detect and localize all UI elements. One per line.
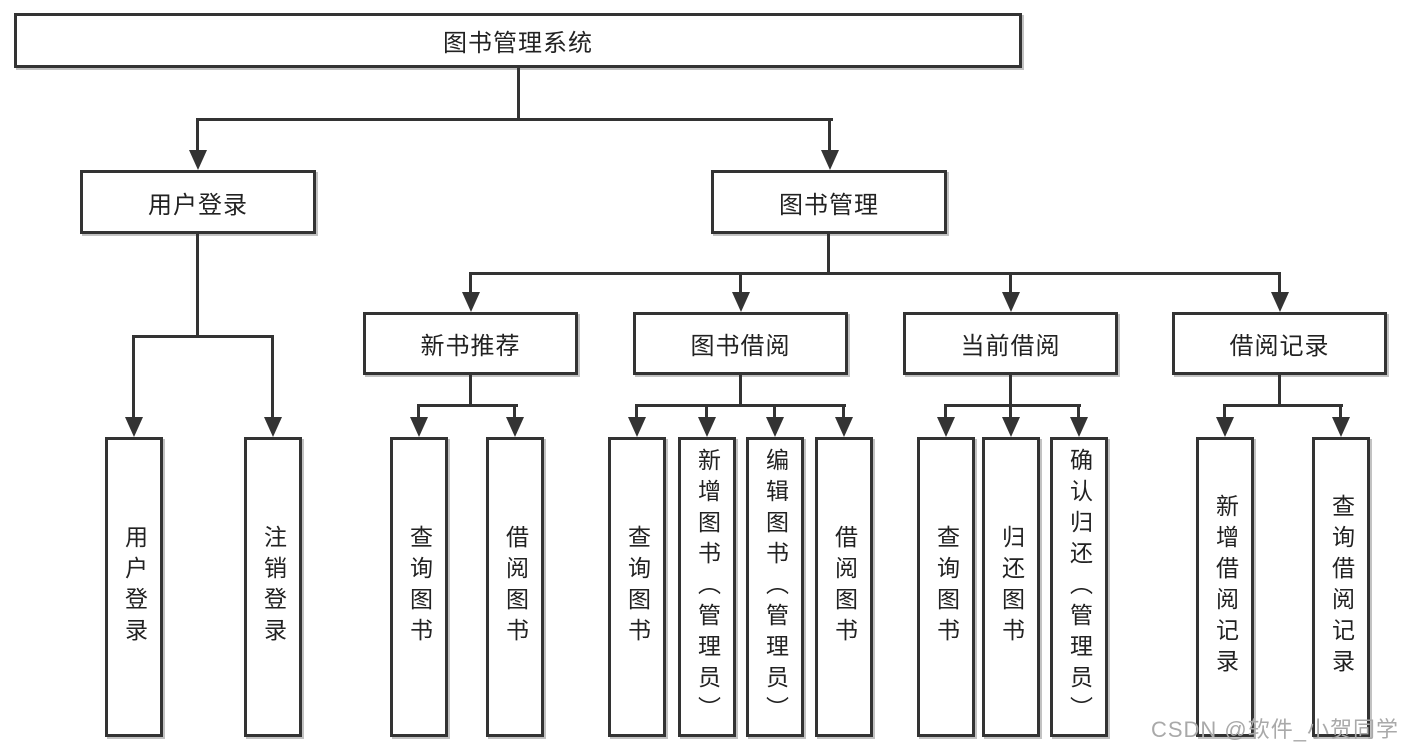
connector-line: [132, 335, 274, 338]
connector-line: [1077, 406, 1080, 422]
connector-line: [635, 406, 638, 422]
arrow-down-icon: [189, 150, 207, 170]
leaf-borrow-books: 借阅图书: [815, 437, 873, 737]
connector-line: [944, 406, 947, 422]
connector-line: [469, 272, 1281, 275]
arrow-down-icon: [462, 292, 480, 312]
node-label: 新增借阅记录: [1212, 494, 1239, 680]
node-label: 查询图书: [624, 525, 651, 649]
leaf-logout: 注销登录: [244, 437, 302, 737]
arrow-down-icon: [698, 417, 716, 437]
connector-line: [739, 274, 742, 297]
arrow-down-icon: [835, 417, 853, 437]
connector-line: [469, 274, 472, 297]
leaf-return-books: 归还图书: [982, 437, 1040, 737]
connector-line: [417, 404, 518, 407]
arrow-down-icon: [1002, 292, 1020, 312]
leaf-edit-books-admin: 编辑图书（管理员）: [746, 437, 804, 737]
leaf-confirm-return-admin: 确认归还（管理员）: [1050, 437, 1108, 737]
node-current-borrow: 当前借阅: [903, 312, 1118, 375]
connector-line: [827, 234, 830, 274]
leaf-query-books-borrow: 查询图书: [608, 437, 666, 737]
connector-line: [842, 406, 845, 422]
node-label: 注销登录: [260, 525, 287, 649]
arrow-down-icon: [1332, 417, 1350, 437]
connector-line: [944, 404, 1081, 407]
node-label: 用户登录: [148, 191, 248, 219]
arrow-down-icon: [264, 417, 282, 437]
connector-line: [635, 404, 846, 407]
connector-line: [1009, 406, 1012, 422]
connector-line: [739, 375, 742, 406]
connector-line: [1009, 375, 1012, 406]
node-label: 图书管理: [779, 191, 879, 219]
node-label: 用户登录: [121, 525, 148, 649]
leaf-user-login: 用户登录: [105, 437, 163, 737]
node-label: 归还图书: [998, 525, 1025, 649]
leaf-query-books-current: 查询图书: [917, 437, 975, 737]
csdn-watermark: CSDN @软件_小贺同学: [1150, 717, 1399, 742]
connector-line: [132, 335, 135, 421]
arrow-down-icon: [1070, 417, 1088, 437]
node-label: 图书借阅: [690, 333, 791, 360]
connector-line: [469, 375, 472, 406]
leaf-query-borrow-record: 查询借阅记录: [1312, 437, 1370, 737]
connector-line: [1278, 274, 1281, 297]
connector-line: [196, 118, 833, 121]
arrow-down-icon: [506, 417, 524, 437]
leaf-add-books-admin: 新增图书（管理员）: [678, 437, 736, 737]
node-borrow-records: 借阅记录: [1172, 312, 1387, 375]
connector-line: [271, 335, 274, 421]
node-user-login: 用户登录: [80, 170, 316, 234]
connector-line: [1223, 404, 1343, 407]
node-library-system: 图书管理系统: [14, 13, 1022, 68]
node-label: 新书推荐: [420, 333, 521, 360]
arrow-down-icon: [1002, 417, 1020, 437]
connector-line: [517, 66, 520, 118]
connector-line: [513, 406, 516, 422]
node-new-book-recommend: 新书推荐: [363, 312, 578, 375]
node-book-management: 图书管理: [711, 170, 947, 234]
node-label: 编辑图书（管理员）: [762, 447, 789, 727]
node-label: 查询借阅记录: [1328, 494, 1355, 680]
node-label: 查询图书: [406, 525, 433, 649]
arrow-down-icon: [821, 150, 839, 170]
connector-line: [828, 118, 831, 154]
node-label: 借阅图书: [831, 525, 858, 649]
node-book-borrow: 图书借阅: [633, 312, 848, 375]
arrow-down-icon: [125, 417, 143, 437]
arrow-down-icon: [937, 417, 955, 437]
node-label: 借阅记录: [1229, 333, 1330, 360]
arrow-down-icon: [628, 417, 646, 437]
leaf-query-books-recommend: 查询图书: [390, 437, 448, 737]
node-label: 图书管理系统: [443, 30, 593, 57]
node-label: 借阅图书: [502, 525, 529, 649]
connector-line: [1223, 406, 1226, 422]
connector-line: [1339, 406, 1342, 422]
connector-line: [1278, 375, 1281, 406]
connector-line: [1009, 274, 1012, 297]
arrow-down-icon: [732, 292, 750, 312]
arrow-down-icon: [1271, 292, 1289, 312]
arrow-down-icon: [410, 417, 428, 437]
connector-line: [417, 406, 420, 422]
connector-line: [705, 406, 708, 422]
arrow-down-icon: [766, 417, 784, 437]
node-label: 确认归还（管理员）: [1066, 447, 1093, 727]
leaf-borrow-books-recommend: 借阅图书: [486, 437, 544, 737]
node-label: 查询图书: [933, 525, 960, 649]
leaf-add-borrow-record: 新增借阅记录: [1196, 437, 1254, 737]
connector-line: [773, 406, 776, 422]
node-label: 新增图书（管理员）: [694, 447, 721, 727]
node-label: 当前借阅: [960, 333, 1061, 360]
connector-line: [196, 118, 199, 154]
arrow-down-icon: [1216, 417, 1234, 437]
connector-line: [196, 234, 199, 335]
